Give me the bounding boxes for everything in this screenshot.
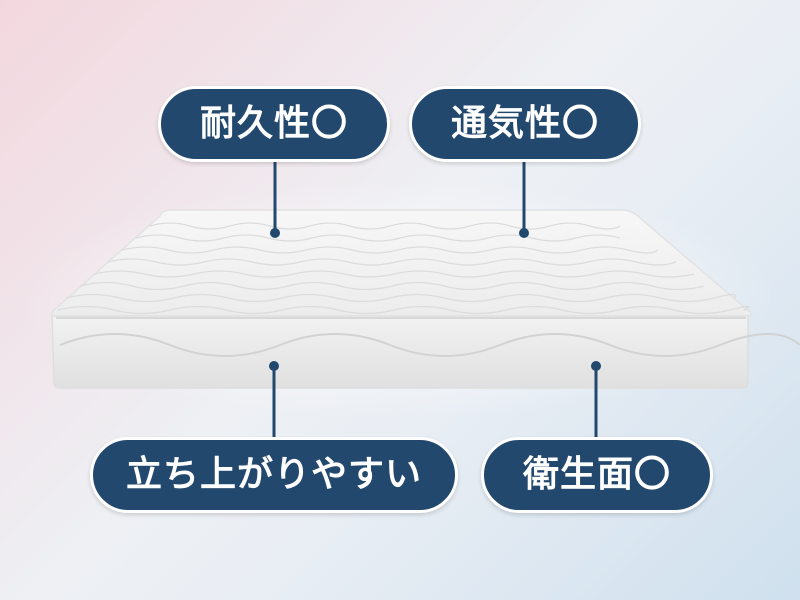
mattress-quilting xyxy=(57,222,750,315)
label-durability: 耐久性〇 xyxy=(158,86,390,162)
mattress-side xyxy=(51,315,749,389)
mattress-side-wave xyxy=(59,333,800,357)
leader-durability xyxy=(270,160,280,238)
leader-breathability xyxy=(519,160,529,238)
label-easy-rise: 立ち上がりやすい xyxy=(90,437,458,513)
leader-hygiene xyxy=(591,361,601,440)
leader-easy-rise xyxy=(269,361,279,440)
label-hygiene: 衛生面〇 xyxy=(481,437,713,513)
label-breathability: 通気性〇 xyxy=(409,86,641,162)
mattress-top xyxy=(50,209,752,321)
